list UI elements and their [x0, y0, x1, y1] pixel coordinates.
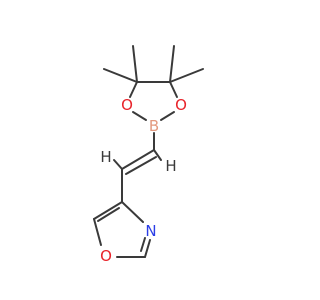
bond-vinyl-double-2: [125, 156, 157, 175]
bond-methyl-4: [169, 68, 204, 83]
structure-canvas: O O B H H N O: [93, 45, 204, 265]
bond-c2-n3: [144, 239, 151, 258]
structure-diagram: O O B H H N O: [93, 45, 204, 265]
bond-c4-c5: [93, 201, 123, 220]
atom-label-n-oxazole: N: [145, 222, 156, 240]
bond-c-o-right: [169, 81, 178, 98]
bond-o-b-left: [132, 111, 147, 121]
bond-c2-n3-inner: [140, 237, 146, 252]
bond-vinyl-h-left: [113, 159, 123, 170]
bond-n3-c4: [121, 201, 144, 223]
atom-label-b: B: [149, 117, 159, 135]
atom-label-o-ring-left: O: [121, 96, 133, 114]
atom-label-o-ring-right: O: [175, 96, 187, 114]
bond-vinyl-double-1: [121, 149, 155, 170]
bond-methyl-3: [169, 45, 175, 83]
atom-label-h-vinyl-right: H: [165, 157, 176, 175]
bond-c4-c5-inner: [97, 207, 120, 222]
bond-methyl-1: [103, 68, 138, 83]
bond-methyl-2: [132, 45, 138, 83]
bond-c-o-left: [129, 81, 138, 98]
atom-label-o-oxazole: O: [100, 247, 112, 265]
bond-o-b-right: [160, 111, 175, 121]
atom-label-h-vinyl-left: H: [100, 148, 111, 166]
bond-c5-o1: [93, 218, 102, 246]
bond-vinyl-h-right: [153, 149, 162, 161]
